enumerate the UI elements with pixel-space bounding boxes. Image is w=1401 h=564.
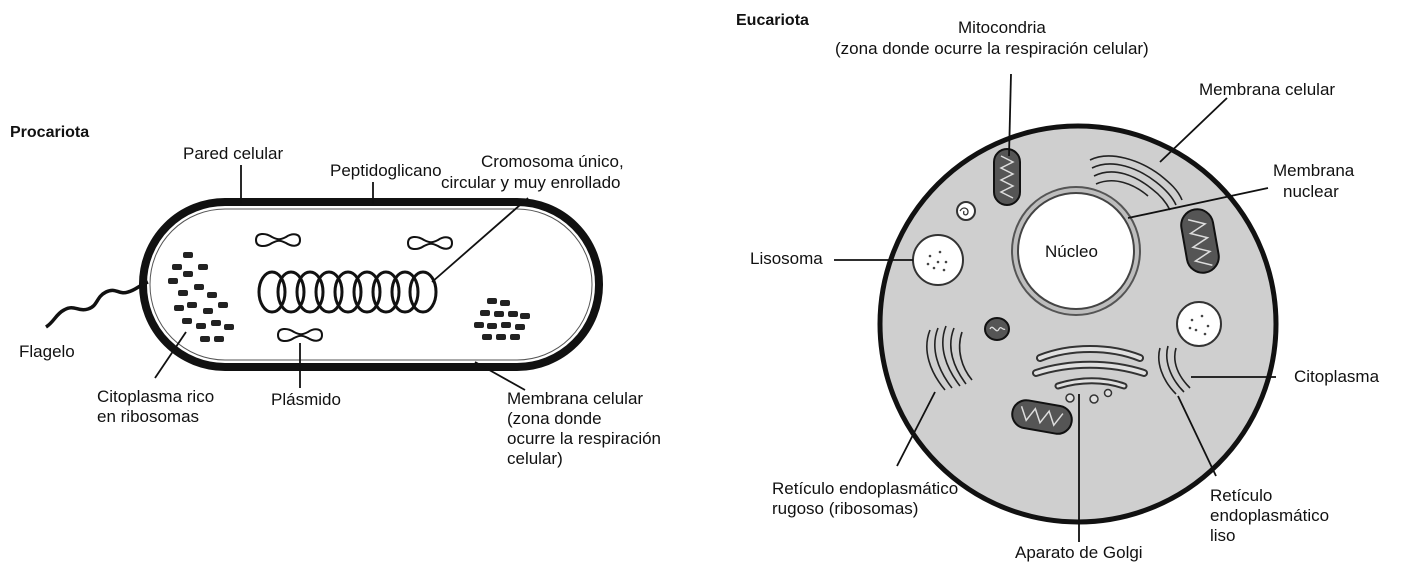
label-flagelo: Flagelo xyxy=(19,342,75,361)
label-membrana-nuclear-1: Membrana xyxy=(1273,161,1355,180)
prokaryote-cell-wall xyxy=(143,202,599,367)
label-reticulo-liso-1: Retículo xyxy=(1210,486,1272,505)
label-peptidoglicano: Peptidoglicano xyxy=(330,161,442,180)
label-cromosoma-2: circular y muy enrollado xyxy=(441,173,621,192)
label-nucleo: Núcleo xyxy=(1045,242,1098,261)
label-citoplasma-1: Citoplasma rico xyxy=(97,387,214,406)
label-mitocondria-2: (zona donde ocurre la respiración celula… xyxy=(835,39,1149,58)
label-membrana-1: Membrana celular xyxy=(507,389,643,408)
label-membrana-3: ocurre la respiración xyxy=(507,429,661,448)
ribosomes-left xyxy=(168,252,234,342)
label-pared-celular: Pared celular xyxy=(183,144,284,163)
label-membrana-2: (zona donde xyxy=(507,409,602,428)
flagellum xyxy=(46,282,148,327)
ribosomes-right xyxy=(474,298,530,340)
label-membrana-celular: Membrana celular xyxy=(1199,80,1335,99)
label-golgi: Aparato de Golgi xyxy=(1015,543,1143,562)
label-citoplasma-euk: Citoplasma xyxy=(1294,367,1380,386)
leader-membrana-celular xyxy=(1160,98,1227,162)
prokaryote-title: Procariota xyxy=(10,124,89,141)
label-citoplasma-2: en ribosomas xyxy=(97,407,199,426)
plasmid xyxy=(278,329,322,341)
label-reticulo-liso-3: liso xyxy=(1210,526,1236,545)
label-membrana-nuclear-2: nuclear xyxy=(1283,182,1339,201)
label-cromosoma-1: Cromosoma único, xyxy=(481,152,624,171)
vesicle xyxy=(957,202,975,220)
label-reticulo-rugoso-2: rugoso (ribosomas) xyxy=(772,499,918,518)
leader-cromosoma xyxy=(432,198,528,282)
label-plasmido: Plásmido xyxy=(271,390,341,409)
label-reticulo-rugoso-1: Retículo endoplasmático xyxy=(772,479,958,498)
eukaryote-title: Eucariota xyxy=(736,12,809,29)
prokaryote-panel: Procariota xyxy=(10,124,661,468)
eukaryote-panel: Eucariota Núcleo xyxy=(736,12,1380,562)
label-mitocondria-1: Mitocondria xyxy=(958,18,1046,37)
label-lisosoma: Lisosoma xyxy=(750,249,823,268)
chromosome xyxy=(259,272,436,312)
label-reticulo-liso-2: endoplasmático xyxy=(1210,506,1329,525)
label-membrana-4: celular) xyxy=(507,449,563,468)
